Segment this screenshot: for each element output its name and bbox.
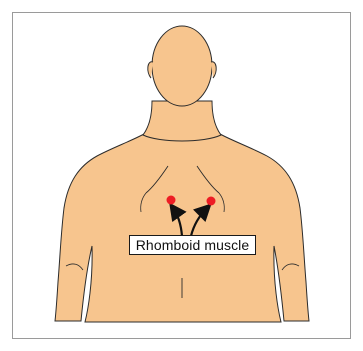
neck — [143, 101, 221, 141]
rhomboid-point-right — [207, 197, 216, 206]
head — [152, 26, 212, 106]
rhomboid-muscle-label: Rhomboid muscle — [129, 235, 256, 255]
rhomboid-point-left — [167, 196, 176, 205]
rhomboid-muscle-label-text: Rhomboid muscle — [136, 237, 250, 253]
